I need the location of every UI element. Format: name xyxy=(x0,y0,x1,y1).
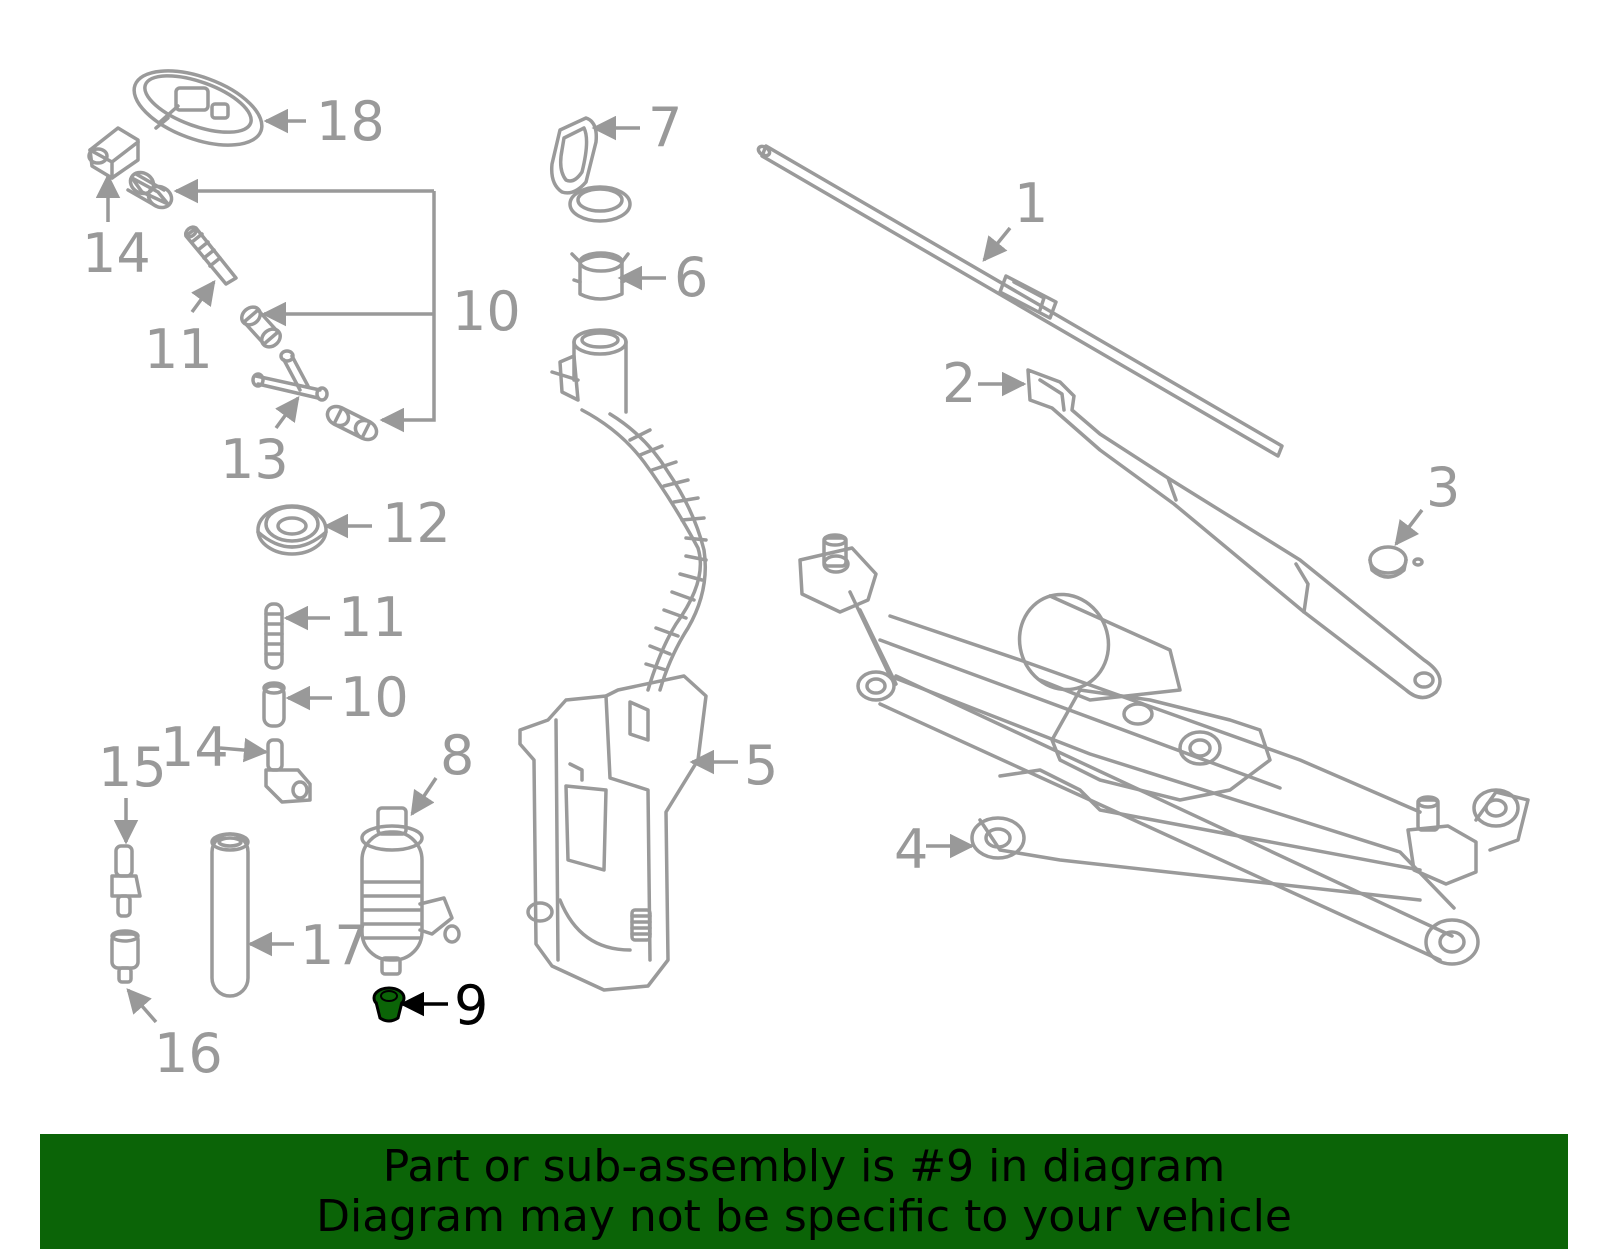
info-banner: Part or sub-assembly is #9 in diagram Di… xyxy=(40,1134,1568,1249)
callout-11-top: 11 xyxy=(144,318,213,381)
part-1-wiper-blade xyxy=(756,144,1284,458)
callout-9: 9 xyxy=(454,974,488,1037)
part-9-pump-seal xyxy=(372,986,406,1023)
callout-14-top: 14 xyxy=(82,222,151,285)
part-11-hose-low xyxy=(264,602,284,670)
callout-17: 17 xyxy=(300,914,369,977)
part-7-filler-cap xyxy=(549,116,632,223)
callout-3: 3 xyxy=(1426,456,1460,519)
part-12-grommet xyxy=(256,504,328,556)
callout-2: 2 xyxy=(942,352,976,415)
part-10-hose-low xyxy=(325,404,379,442)
part-10-hose-mid xyxy=(240,305,282,349)
part-17-hose-tube xyxy=(210,832,250,998)
callout-10-top: 10 xyxy=(452,280,521,343)
callout-5: 5 xyxy=(744,734,778,797)
banner-line-2: Diagram may not be specific to your vehi… xyxy=(316,1190,1292,1242)
part-4-wiper-linkage xyxy=(798,533,1530,966)
callout-16: 16 xyxy=(154,1022,223,1085)
callout-14-low: 14 xyxy=(160,716,229,779)
callout-11-low: 11 xyxy=(338,586,407,649)
callout-4: 4 xyxy=(894,818,928,881)
callout-10-low: 10 xyxy=(340,666,409,729)
callout-1: 1 xyxy=(1014,172,1048,235)
part-16-fitting xyxy=(110,929,140,984)
callout-8: 8 xyxy=(440,724,474,787)
part-10-hose-top xyxy=(126,170,174,210)
part-3-cap xyxy=(1368,545,1424,579)
callout-6: 6 xyxy=(674,246,708,309)
callout-7: 7 xyxy=(648,96,682,159)
part-14-connector-top xyxy=(87,126,140,180)
part-11-hose-top xyxy=(183,225,238,286)
part-5-reservoir xyxy=(518,328,708,992)
part-15-check-valve xyxy=(110,844,142,918)
part-10-hose-vertical xyxy=(262,681,286,728)
part-13-t-connector xyxy=(251,349,329,402)
callout-labels: 18 14 10 11 13 12 11 10 14 15 16 17 8 9 … xyxy=(82,90,1460,1085)
leader-lines xyxy=(95,108,1424,1024)
callout-13: 13 xyxy=(220,428,289,491)
callout-18: 18 xyxy=(316,90,385,153)
callout-12: 12 xyxy=(382,492,451,555)
part-14-connector-low xyxy=(264,738,312,804)
part-8-washer-pump xyxy=(360,806,461,976)
callout-15: 15 xyxy=(98,736,167,799)
part-18-nozzle xyxy=(132,69,264,147)
banner-line-1: Part or sub-assembly is #9 in diagram xyxy=(382,1140,1226,1192)
part-6-neck-clip xyxy=(570,251,630,301)
part-2-wiper-arm xyxy=(1026,368,1442,700)
